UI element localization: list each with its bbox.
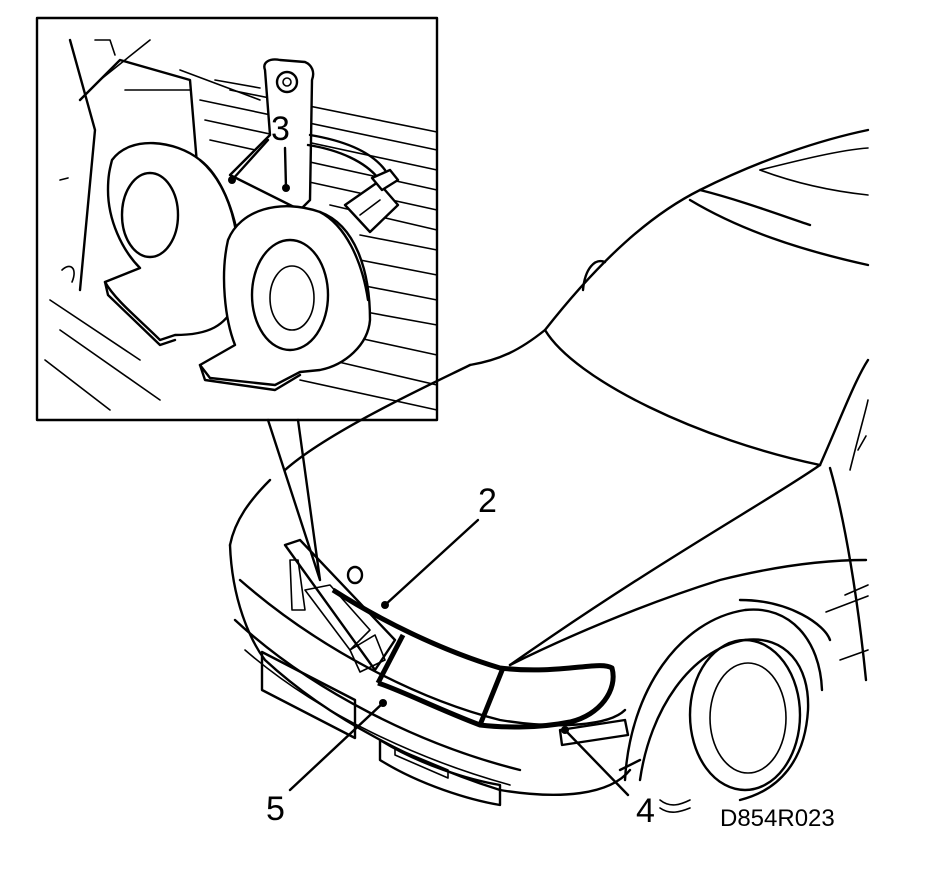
horn-bracket <box>228 58 315 212</box>
car-front-view <box>228 128 870 813</box>
leader-dot-2 <box>381 601 389 609</box>
horn-detail-inset <box>35 16 439 582</box>
callout-5: 5 <box>266 790 285 828</box>
horn-right <box>198 204 372 392</box>
inset-body-structure <box>59 38 261 292</box>
callout-3: 3 <box>271 110 290 148</box>
leader-dot-3a <box>228 176 236 184</box>
leader-dot-3b <box>282 184 290 192</box>
callout-2: 2 <box>478 482 497 520</box>
horn-left <box>103 141 242 347</box>
callout-leaders <box>228 138 630 797</box>
figure-reference-code: D854R023 <box>720 805 835 832</box>
callout-4: 4 <box>636 792 655 830</box>
leader-dot-5 <box>379 699 387 707</box>
callout-labels: 3 2 5 4 D854R023 <box>266 110 835 832</box>
leader-dot-4 <box>561 726 569 734</box>
horn-wiring-connector <box>306 133 400 234</box>
